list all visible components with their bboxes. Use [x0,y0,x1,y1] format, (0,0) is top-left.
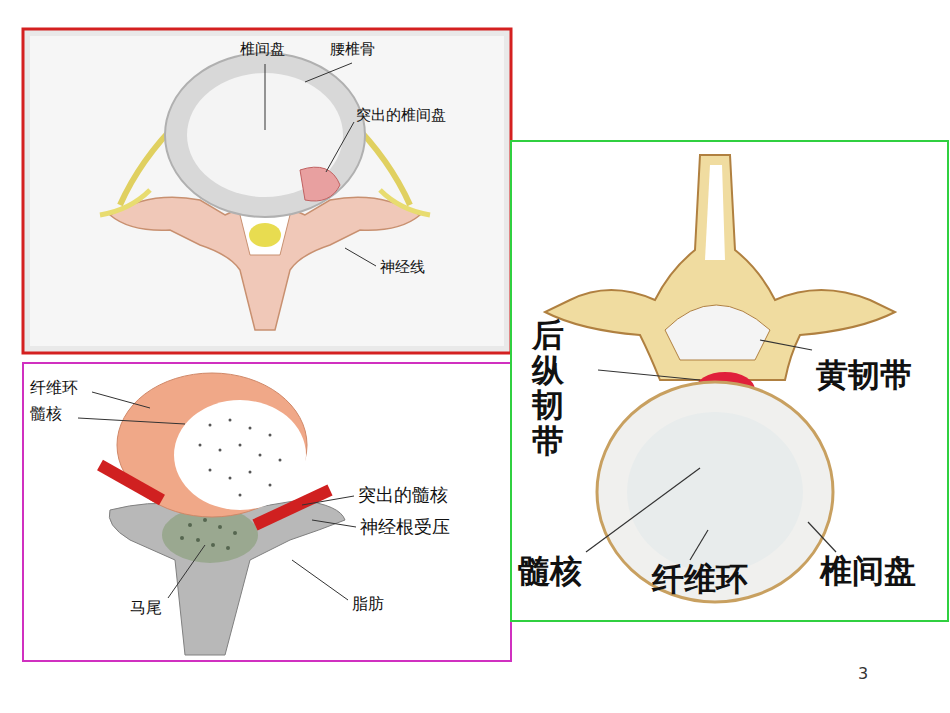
part-label: 神经根受压 [360,516,450,538]
part-label: 椎间盘 [240,40,285,58]
part-label: 突出的椎间盘 [356,106,446,124]
part-label: 黄韧带 [816,356,912,394]
part-label: 髓核 [30,404,62,423]
part-label: 马尾 [130,598,162,617]
part-label: 椎间盘 [820,552,916,590]
part-label: 腰椎骨 [330,40,375,58]
page-number: 3 [858,664,868,683]
part-label: 突出的髓核 [358,484,448,506]
part-label: 髓核 [518,552,582,590]
part-label: 后纵韧带 [532,318,564,459]
part-label: 神经线 [380,258,425,276]
part-label: 纤维环 [652,560,748,598]
part-label: 脂肪 [352,594,384,613]
part-label: 纤维环 [30,378,78,397]
